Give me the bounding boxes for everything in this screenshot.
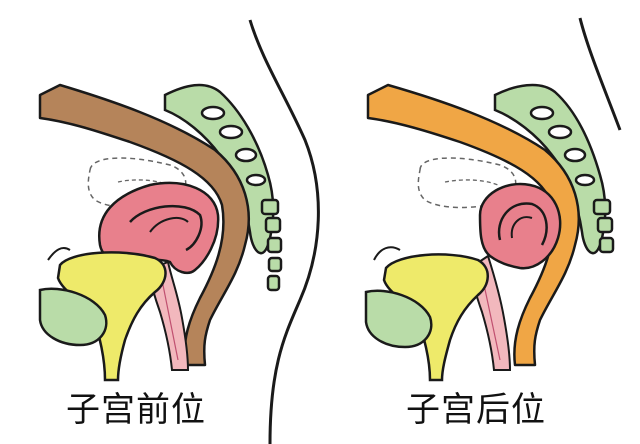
body-front-outline <box>373 246 401 261</box>
anteverted-illustration <box>38 19 320 444</box>
panel-retroverted: 子宫后位 <box>320 0 640 444</box>
caption-retroverted: 子宫后位 <box>406 390 546 430</box>
body-back-outline <box>578 17 622 131</box>
rectum <box>366 83 580 367</box>
uterus-ghost-outline <box>87 157 187 209</box>
panel-anteverted: 子宫前位 <box>38 19 320 444</box>
uterus-ghost-outline <box>417 157 517 209</box>
retroverted-illustration <box>364 17 622 382</box>
uterus <box>478 182 562 270</box>
uterus-ghost-inner <box>444 179 501 187</box>
body-back-outline <box>248 19 320 444</box>
rectum <box>38 83 250 367</box>
caption-anteverted: 子宫前位 <box>66 390 206 430</box>
pubic-bone <box>38 287 108 347</box>
body-front-outline <box>47 247 71 261</box>
pubic-bone <box>364 289 433 349</box>
